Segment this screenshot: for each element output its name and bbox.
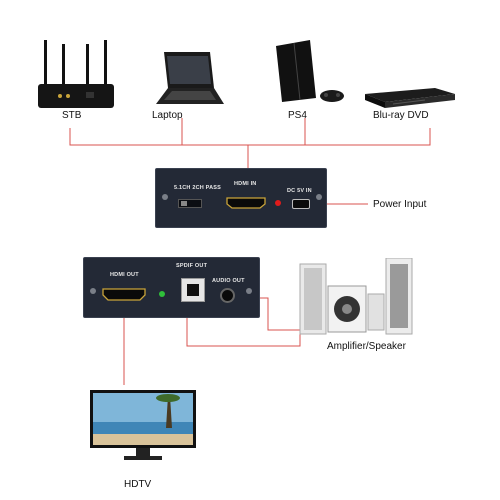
hdmi-out-port[interactable] — [102, 288, 146, 301]
dc-in-label: DC 5V IN — [287, 188, 312, 194]
audio-out-label: AUDIO OUT — [212, 278, 245, 284]
stb-label: STB — [62, 110, 82, 121]
dc-in-port[interactable] — [292, 199, 310, 209]
hdtv-image — [88, 388, 198, 466]
bluray-device-image — [365, 88, 455, 110]
audio-out-jack[interactable] — [220, 288, 235, 303]
hdtv-label: HDTV — [124, 479, 152, 490]
screw-icon — [316, 194, 322, 200]
mode-switch[interactable] — [178, 199, 202, 208]
laptop-device-image — [150, 48, 225, 110]
spdif-out-label: SPDIF OUT — [176, 263, 208, 269]
ps4-device-image — [270, 40, 350, 108]
amplifier-speaker-image — [298, 258, 418, 338]
screw-icon — [90, 288, 96, 294]
ps4-label: PS4 — [288, 110, 307, 121]
hdmi-out-label: HDMI OUT — [110, 272, 139, 278]
switch-label: 5.1CH 2CH PASS — [174, 185, 222, 191]
amplifier-speaker-label: Amplifier/Speaker — [327, 341, 406, 352]
laptop-label: Laptop — [152, 110, 183, 121]
spdif-out-port[interactable] — [181, 278, 205, 302]
screw-icon — [162, 194, 168, 200]
hdmi-in-port[interactable] — [226, 197, 266, 209]
screw-icon — [246, 288, 252, 294]
bluray-label: Blu-ray DVD — [373, 110, 429, 121]
power-input-label: Power Input — [373, 199, 427, 210]
power-indicator-led — [275, 200, 281, 206]
output-panel: HDMI OUT SPDIF OUT AUDIO OUT — [83, 257, 260, 318]
stb-device-image — [30, 40, 120, 110]
input-panel: 5.1CH 2CH PASS HDMI IN DC 5V IN — [155, 168, 327, 228]
status-led — [159, 291, 165, 297]
hdmi-in-label: HDMI IN — [234, 181, 257, 187]
